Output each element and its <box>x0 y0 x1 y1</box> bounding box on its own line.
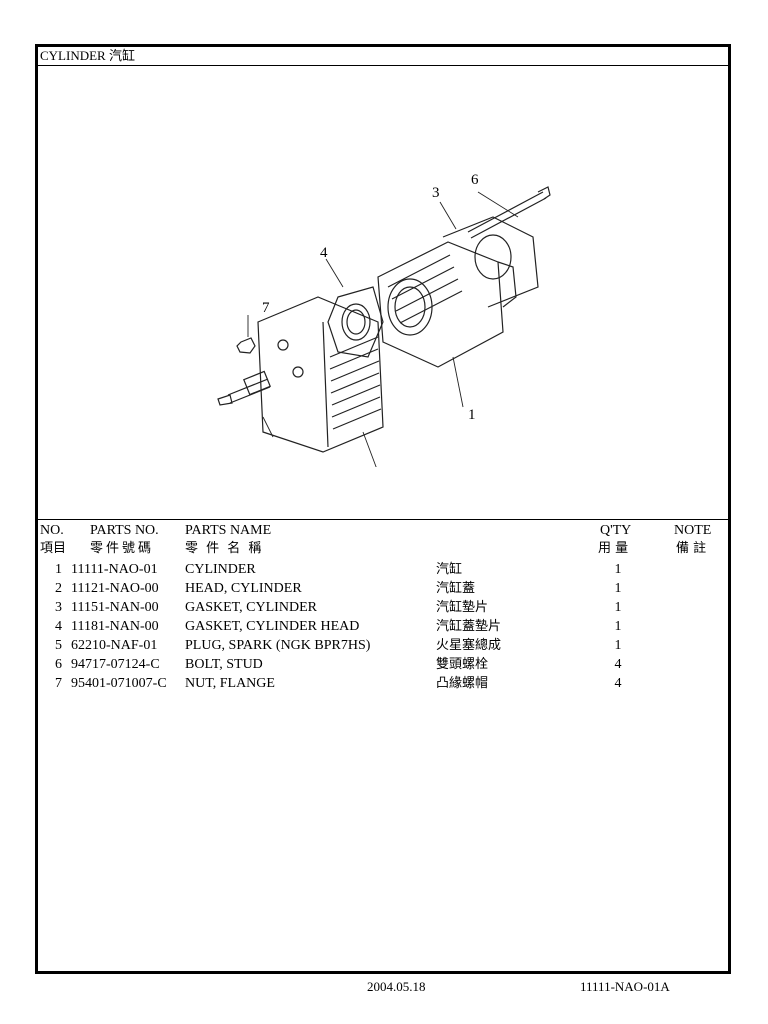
row-qty: 1 <box>614 619 622 634</box>
callout-1: 1 <box>468 407 476 423</box>
cylinder-head-drawing <box>257 296 384 453</box>
table-row: 3 11151-NAN-00 GASKET, CYLINDER 汽缸墊片 1 <box>38 598 728 617</box>
row-no: 5 <box>55 638 62 653</box>
exploded-parts-diagram: 6 3 4 7 1 2 5 <box>217 172 551 467</box>
parts-sheet-frame: CYLINDER 汽缸 <box>35 44 731 974</box>
stud-bolt-drawing <box>467 186 551 239</box>
row-no: 7 <box>55 676 62 691</box>
row-name-cn: 汽缸 <box>436 562 463 577</box>
flange-nut-drawing <box>236 337 256 354</box>
header-note-cn: 備 註 <box>676 541 707 556</box>
cylinder-gasket-drawing <box>442 216 539 308</box>
table-divider <box>38 519 728 520</box>
title-divider <box>38 65 728 66</box>
header-no: NO. <box>40 523 64 538</box>
row-name-cn: 雙頭螺栓 <box>436 657 489 672</box>
row-name-cn: 汽缸墊片 <box>436 600 489 615</box>
row-name: GASKET, CYLINDER HEAD <box>185 619 360 634</box>
row-no: 1 <box>55 562 62 577</box>
row-qty: 1 <box>614 562 622 577</box>
row-qty: 1 <box>614 600 622 615</box>
footer-code: 11111-NAO-01A <box>580 979 670 994</box>
header-parts-name: PARTS NAME <box>185 523 272 538</box>
callout-4: 4 <box>320 245 328 261</box>
row-name: HEAD, CYLINDER <box>185 581 302 596</box>
row-part-no: 95401-071007-C <box>71 676 167 691</box>
row-name-cn: 汽缸蓋墊片 <box>436 619 502 634</box>
table-row: 4 11181-NAN-00 GASKET, CYLINDER HEAD 汽缸蓋… <box>38 617 728 636</box>
table-row: 1 11111-NAO-01 CYLINDER 汽缸 1 <box>38 560 728 579</box>
header-no-cn: 項目 <box>40 541 67 556</box>
footer-date: 2004.05.18 <box>367 979 426 994</box>
row-name: NUT, FLANGE <box>185 676 275 691</box>
callout-3: 3 <box>432 185 440 201</box>
row-qty: 4 <box>614 657 622 672</box>
row-name-cn: 火星塞總成 <box>436 638 502 653</box>
row-part-no: 62210-NAF-01 <box>71 638 158 653</box>
callout-7: 7 <box>262 300 270 316</box>
row-name: GASKET, CYLINDER <box>185 600 317 615</box>
row-name-cn: 汽缸蓋 <box>436 581 476 596</box>
table-row: 5 62210-NAF-01 PLUG, SPARK (NGK BPR7HS) … <box>38 636 728 655</box>
row-name-cn: 凸緣螺帽 <box>436 676 489 691</box>
row-name: PLUG, SPARK (NGK BPR7HS) <box>185 638 371 653</box>
table-row: 7 95401-071007-C NUT, FLANGE 凸緣螺帽 4 <box>38 674 728 693</box>
callout-6: 6 <box>471 172 479 188</box>
row-no: 4 <box>55 619 62 634</box>
header-qty: Q'TY <box>600 523 632 538</box>
row-part-no: 11121-NAO-00 <box>71 581 159 596</box>
row-part-no: 11181-NAN-00 <box>71 619 159 634</box>
row-no: 2 <box>55 581 62 596</box>
row-qty: 1 <box>614 638 622 653</box>
table-row: 2 11121-NAO-00 HEAD, CYLINDER 汽缸蓋 1 <box>38 579 728 598</box>
table-row: 6 94717-07124-C BOLT, STUD 雙頭螺栓 4 <box>38 655 728 674</box>
row-part-no: 11151-NAN-00 <box>71 600 159 615</box>
header-note: NOTE <box>674 523 712 538</box>
header-qty-cn: 用 量 <box>598 541 629 556</box>
row-name: BOLT, STUD <box>185 657 263 672</box>
row-name: CYLINDER <box>185 562 256 577</box>
page-title: CYLINDER 汽缸 <box>40 48 135 63</box>
header-parts-no: PARTS NO. <box>90 523 159 538</box>
cylinder-drawing <box>377 241 517 368</box>
row-part-no: 94717-07124-C <box>71 657 160 672</box>
header-parts-name-cn: 零 件 名 稱 <box>185 541 264 556</box>
head-gasket-drawing <box>327 286 384 358</box>
header-parts-no-cn: 零件號碼 <box>90 541 155 556</box>
row-no: 3 <box>55 600 62 615</box>
spark-plug-drawing <box>217 370 271 406</box>
row-part-no: 11111-NAO-01 <box>71 562 158 577</box>
row-qty: 4 <box>614 676 622 691</box>
row-no: 6 <box>55 657 62 672</box>
row-qty: 1 <box>614 581 622 596</box>
